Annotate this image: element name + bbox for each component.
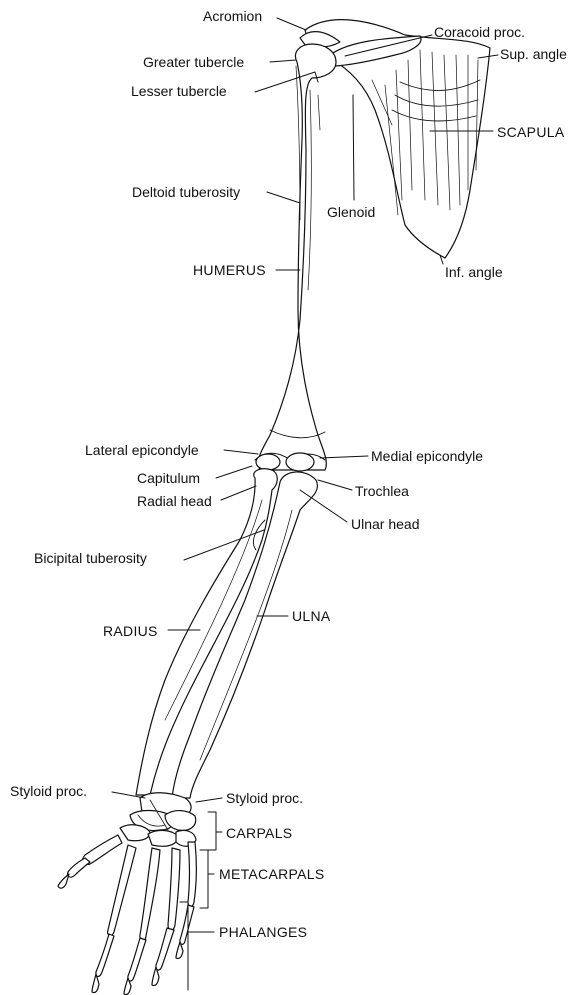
- label-capitulum: Capitulum: [137, 470, 200, 486]
- label-radius: RADIUS: [103, 623, 158, 639]
- leader-glenoid: [353, 95, 354, 200]
- bracket-carpals: [208, 812, 222, 850]
- label-metacarpals: METACARPALS: [219, 866, 324, 882]
- leader-medial-epicondyle: [320, 456, 368, 458]
- label-humerus: HUMERUS: [193, 262, 266, 278]
- leader-lateral-epicondyle: [224, 450, 258, 454]
- humerus-bone: [255, 44, 336, 471]
- leader-trochlea: [318, 480, 352, 490]
- label-deltoid-tuberosity: Deltoid tuberosity: [132, 184, 240, 200]
- label-bicipital-tuberosity: Bicipital tuberosity: [34, 550, 147, 566]
- label-acromion: Acromion: [203, 8, 262, 24]
- label-ulna: ULNA: [292, 608, 331, 624]
- leader-acromion: [277, 18, 306, 30]
- leader-styloid-ulnar: [196, 798, 222, 802]
- leader-greater-tubercle: [270, 60, 296, 62]
- label-glenoid: Glenoid: [327, 204, 375, 220]
- leader-capitulum: [216, 466, 252, 478]
- label-trochlea: Trochlea: [355, 483, 409, 499]
- label-lateral-epicondyle: Lateral epicondyle: [85, 442, 199, 458]
- label-lesser-tubercle: Lesser tubercle: [131, 83, 227, 99]
- leader-deltoid-tuberosity: [267, 192, 300, 203]
- label-styloid-process-radial: Styloid proc.: [10, 783, 87, 799]
- label-coracoid-process: Coracoid proc.: [434, 24, 525, 40]
- bracket-phalanges: [180, 902, 214, 990]
- label-styloid-process-ulnar: Styloid proc.: [226, 790, 303, 806]
- label-ulnar-head: Ulnar head: [351, 516, 420, 532]
- leader-radial-head: [221, 486, 256, 500]
- bracket-metacarpals: [200, 850, 214, 908]
- label-radial-head: Radial head: [137, 493, 212, 509]
- label-sup-angle: Sup. angle: [500, 46, 567, 62]
- leader-ulnar-head: [300, 490, 347, 522]
- label-inf-angle: Inf. angle: [445, 264, 503, 280]
- label-medial-epicondyle: Medial epicondyle: [371, 448, 483, 464]
- hand-bones: [58, 835, 196, 995]
- label-phalanges: PHALANGES: [219, 924, 307, 940]
- label-scapula: SCAPULA: [497, 124, 564, 140]
- label-greater-tubercle: Greater tubercle: [143, 54, 244, 70]
- carpal-bones: [120, 793, 196, 847]
- label-carpals: CARPALS: [226, 825, 292, 841]
